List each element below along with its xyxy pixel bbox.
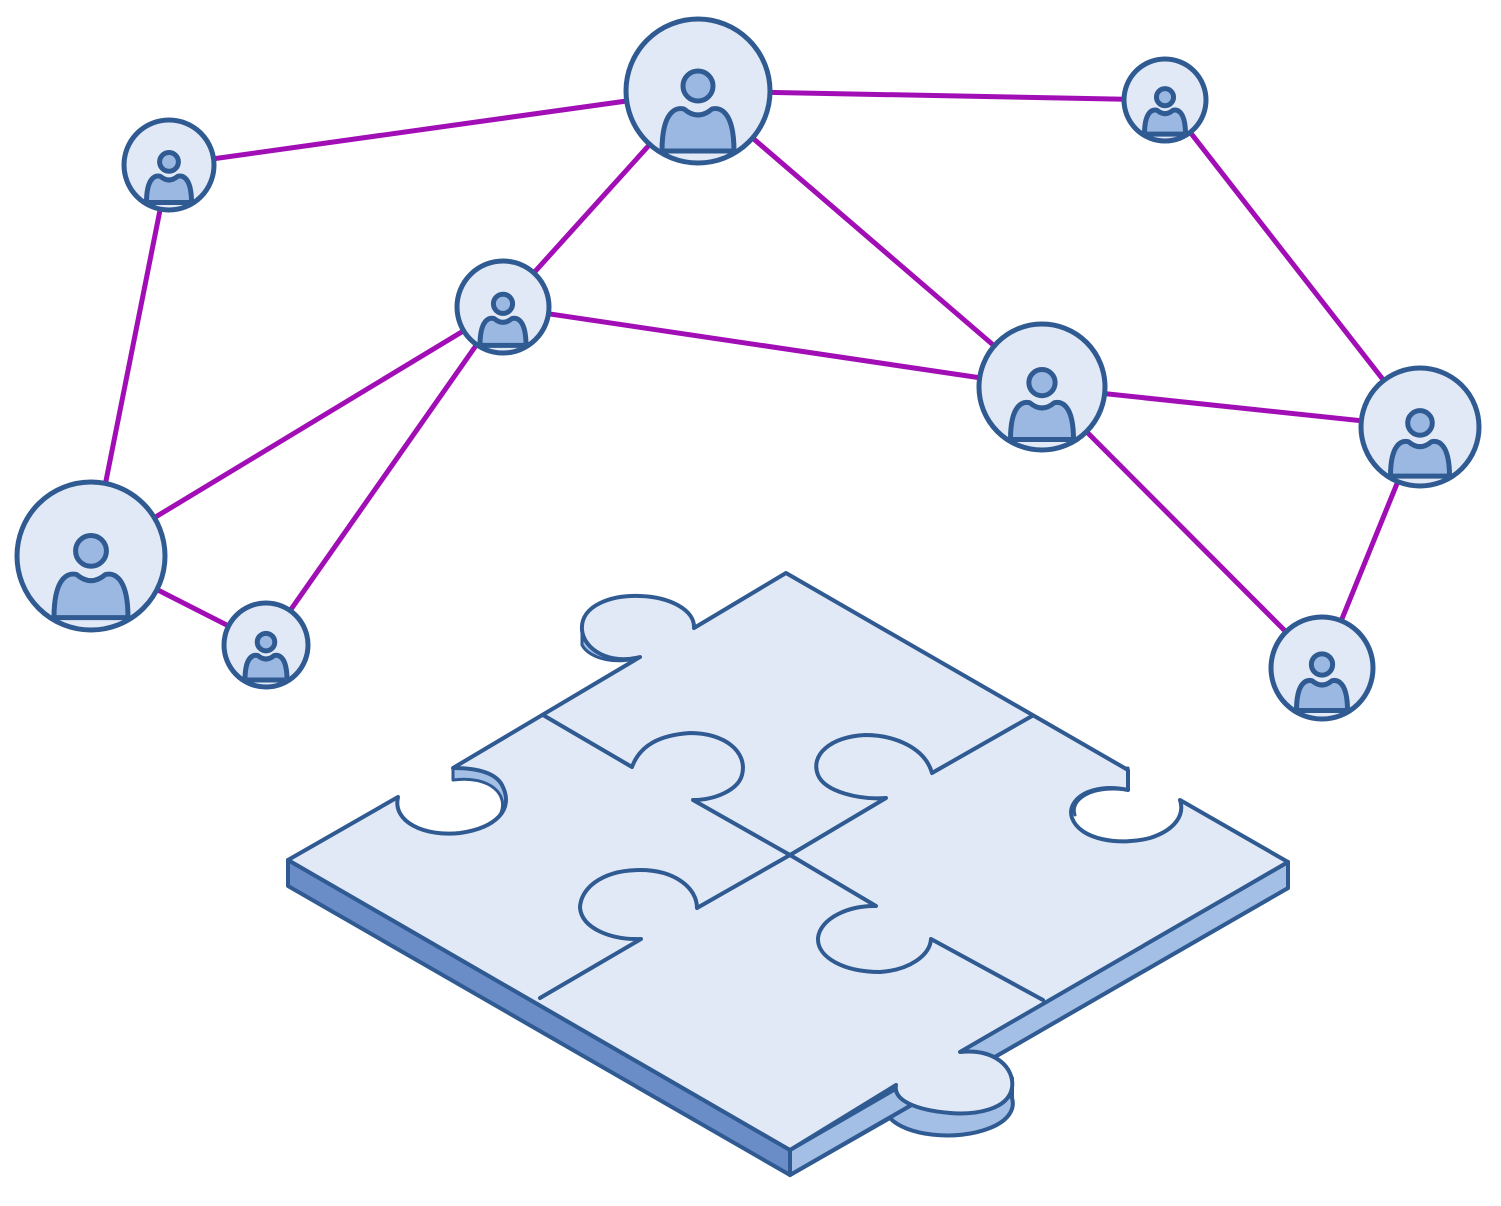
connection-line — [500, 304, 1045, 390]
connection-line — [1162, 97, 1423, 430]
puzzle-seam — [541, 713, 792, 857]
person-node — [121, 117, 217, 213]
puzzle-top-surface — [286, 571, 1290, 1152]
user-icon — [1388, 408, 1452, 479]
network-connections — [88, 88, 1423, 671]
user-icon — [1294, 651, 1350, 713]
user-icon — [51, 532, 131, 621]
connection-line — [88, 304, 506, 559]
connection-line — [263, 304, 506, 648]
puzzle-seam — [788, 714, 1034, 857]
user-icon — [659, 68, 737, 154]
user-icon — [144, 150, 194, 205]
user-icon — [477, 291, 529, 348]
person-node — [14, 479, 168, 633]
puzzle-icon — [286, 571, 1290, 1177]
user-icon — [242, 630, 290, 683]
connection-line — [695, 88, 1168, 103]
person-node — [1121, 56, 1209, 144]
person-node — [221, 600, 311, 690]
user-icon — [1008, 367, 1076, 442]
connection-line — [695, 88, 1045, 390]
puzzle-seam — [538, 853, 792, 1000]
user-icon — [1142, 86, 1188, 137]
person-node — [976, 321, 1108, 453]
person-node — [623, 16, 773, 166]
person-node — [454, 258, 552, 356]
person-node — [1268, 614, 1376, 722]
puzzle-seam — [788, 853, 1045, 1002]
connection-line — [166, 88, 701, 168]
person-node — [1358, 365, 1482, 489]
network-people — [14, 16, 1482, 722]
connection-line — [1039, 384, 1325, 671]
